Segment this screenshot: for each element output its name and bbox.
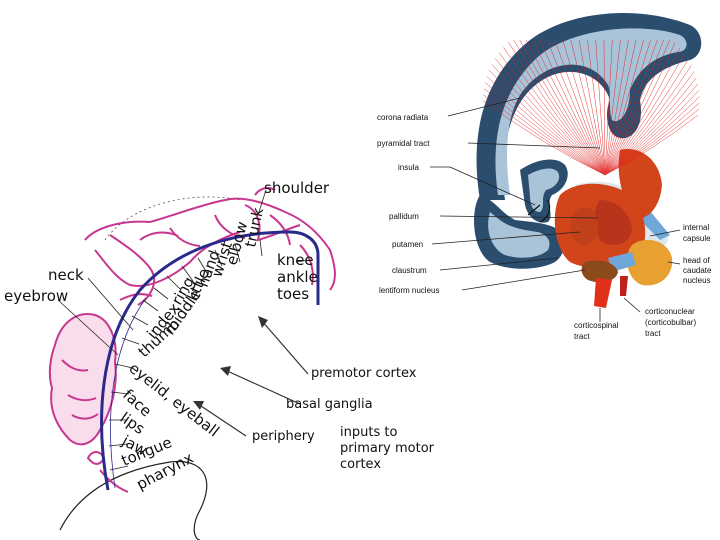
label-corticonuclear-3: tract: [645, 329, 661, 338]
label-lentiform-nucleus: lentiform nucleus: [379, 286, 439, 295]
label-ankle: ankle: [277, 268, 318, 286]
caption-line-3: cortex: [340, 457, 381, 472]
label-corticonuclear-2: (corticobulbar): [645, 318, 696, 327]
label-corticospinal-2: tract: [574, 332, 590, 341]
label-insula: insula: [398, 163, 419, 172]
label-knee: knee: [277, 251, 314, 269]
leader-corticonuclear: [624, 298, 640, 312]
corticospinal-tract: [594, 278, 612, 308]
label-basal-ganglia: basal ganglia: [286, 397, 373, 412]
label-claustrum: claustrum: [392, 266, 427, 275]
label-shoulder: shoulder: [264, 179, 330, 197]
head-outline: [60, 462, 207, 540]
label-caudate-3: nucleus: [683, 276, 711, 285]
label-eyebrow: eyebrow: [4, 287, 68, 305]
label-corticonuclear-1: corticonuclear: [645, 307, 695, 316]
leader-lentiform: [462, 270, 585, 290]
homunculus-figure: [50, 188, 335, 492]
label-internal-capsule-1: internal: [683, 223, 709, 232]
label-internal-capsule-2: capsule: [683, 234, 711, 243]
label-pyramidal-tract: pyramidal tract: [377, 139, 430, 148]
arrow-premotor: [262, 321, 308, 374]
label-putamen: putamen: [392, 240, 423, 249]
corticonuclear-tract: [620, 276, 628, 296]
arrowhead-basal-ganglia: [220, 366, 231, 376]
label-periphery: periphery: [252, 429, 315, 444]
label-neck: neck: [48, 266, 84, 284]
caption-line-1: inputs to: [340, 425, 397, 440]
label-toes: toes: [277, 285, 309, 303]
label-caudate-2: caudate: [683, 266, 712, 275]
label-premotor-cortex: premotor cortex: [311, 366, 417, 381]
caption-line-2: primary motor: [340, 441, 435, 456]
label-caudate-1: head of: [683, 256, 710, 265]
label-corona-radiata: corona radiata: [377, 113, 429, 122]
label-pallidum: pallidum: [389, 212, 419, 221]
homunculus-diagram: shoulder neck eyebrow knee ankle toes tr…: [4, 179, 435, 540]
brain-section-diagram: corona radiata pyramidal tract insula pa…: [377, 13, 712, 341]
label-corticospinal-1: corticospinal: [574, 321, 619, 330]
